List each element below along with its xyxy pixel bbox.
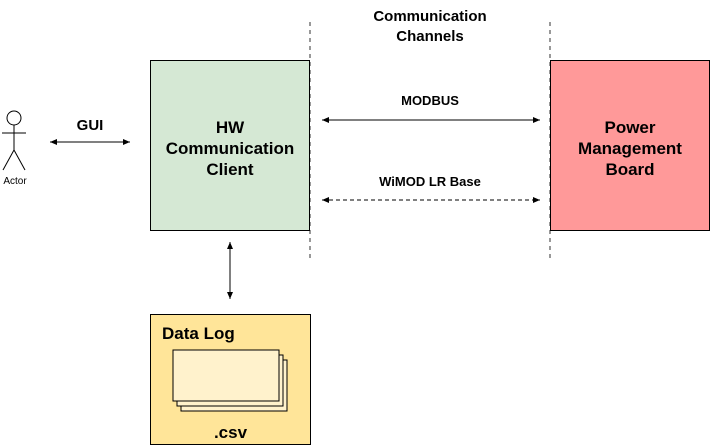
- hw-client-label-line2: Communication: [165, 139, 295, 158]
- power-board-label-line2: Management: [578, 139, 682, 158]
- power-management-board-box[interactable]: Power Management Board: [550, 60, 710, 231]
- data-log-title: Data Log: [162, 324, 235, 343]
- actor-icon: [2, 110, 26, 171]
- hw-client-label-line3: Client: [206, 160, 254, 179]
- wimod-label: WiMOD LR Base: [379, 174, 481, 189]
- actor-label: Actor: [3, 176, 27, 187]
- modbus-label: MODBUS: [401, 93, 459, 108]
- channels-title-line2: Channels: [396, 28, 464, 45]
- power-board-label-line3: Board: [605, 160, 655, 179]
- document-stack-icon: [172, 349, 288, 412]
- channels-title-line1: Communication: [373, 8, 487, 25]
- gui-label: GUI: [76, 117, 104, 134]
- data-log-box[interactable]: Data Log .csv: [150, 314, 311, 445]
- power-board-label-line1: Power: [604, 118, 656, 137]
- hw-communication-client-box[interactable]: HW Communication Client: [150, 60, 310, 231]
- data-log-footer: .csv: [213, 423, 248, 442]
- hw-client-label-line1: HW: [215, 118, 245, 137]
